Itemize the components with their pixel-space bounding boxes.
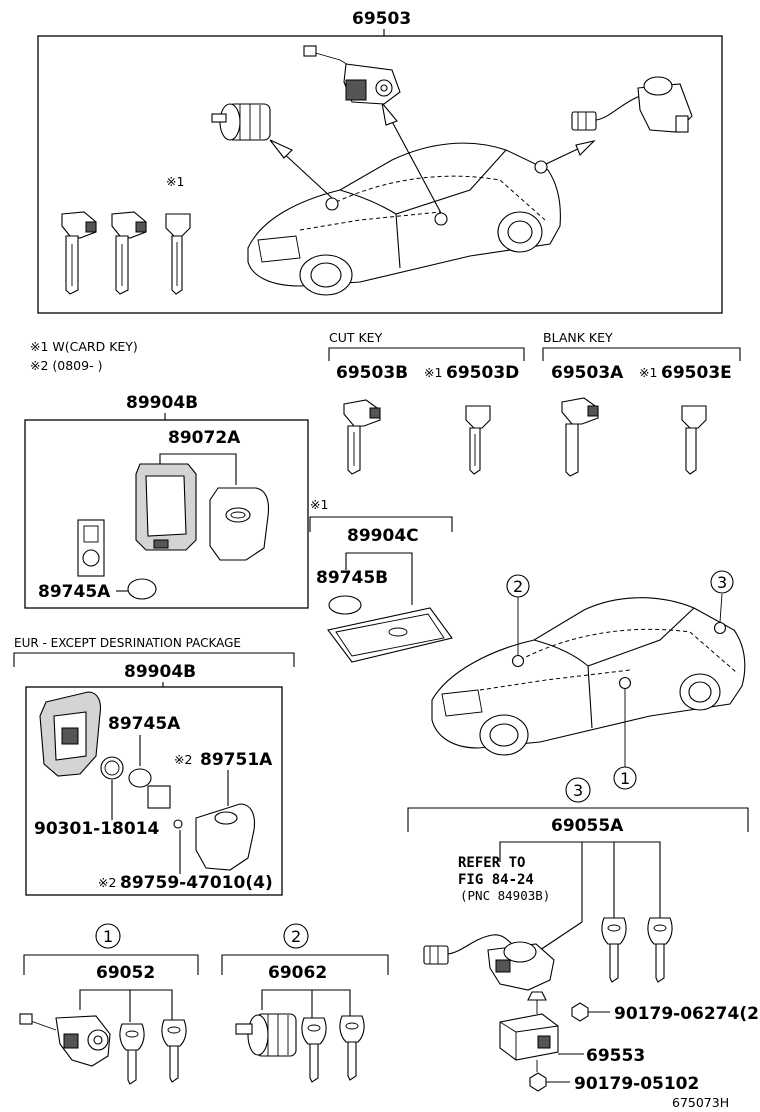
door-lock-assembly-icon <box>303 45 401 105</box>
part-number-69503: 69503 <box>352 9 411 29</box>
key-69062-a-icon <box>301 1017 327 1083</box>
section-cut-key: CUT KEY 69503B ※1 69503D <box>328 330 525 475</box>
key-fob-board-icon <box>77 519 105 577</box>
key-69503E-icon <box>681 405 707 475</box>
bolt-90179-06274-icon <box>571 1002 589 1022</box>
car-illustration-top <box>247 142 561 296</box>
callout-2-car: 2 <box>513 577 523 596</box>
ref-mark-69503E: ※1 <box>639 365 657 380</box>
blank-key-label: BLANK KEY <box>543 330 613 345</box>
part-number-89904B-first: 89904B <box>126 393 198 413</box>
ref-mark-89904C: ※1 <box>310 497 328 512</box>
ignition-switch-connector-icon <box>423 934 555 991</box>
refer-to-line1: REFER TO <box>458 855 525 871</box>
part-number-89751A: 89751A <box>200 750 273 770</box>
key-plate-icon <box>147 785 171 809</box>
part-number-69062: 69062 <box>268 963 327 983</box>
group-frame-69503 <box>37 35 723 314</box>
lock-cylinder-icon <box>211 103 271 141</box>
key-69503A-icon <box>561 397 599 477</box>
part-number-69055A: 69055A <box>551 816 624 836</box>
section-89904C: ※1 89904C 89745B <box>309 497 453 663</box>
part-number-69503D: 69503D <box>446 363 519 383</box>
ref-mark-89751A: ※2 <box>174 752 192 767</box>
part-number-89072A: 89072A <box>168 428 241 448</box>
key-fob-cover-icon <box>209 487 270 561</box>
refer-to-line3: (PNC 84903B) <box>460 888 550 903</box>
seal-ring-icon <box>100 756 124 780</box>
bolt-90179-05102-icon <box>529 1072 547 1092</box>
card-key-icon <box>327 607 453 663</box>
door-lock-cylinder-icon <box>19 1013 111 1067</box>
cut-key-label: CUT KEY <box>329 330 383 345</box>
bolt-small-icon <box>527 991 547 1001</box>
note-date-range: ※2 (0809- ) <box>30 358 102 373</box>
section-69052: 1 69052 <box>19 923 199 1085</box>
key-69062-b-icon <box>339 1015 365 1081</box>
part-number-90301-18014: 90301-18014 <box>34 819 160 839</box>
refer-to-line2: FIG 84-24 <box>458 872 534 888</box>
part-number-69503B: 69503B <box>336 363 408 383</box>
key-69503D-icon <box>465 405 491 475</box>
callout-1-car: 1 <box>620 769 630 788</box>
section-69055A: 3 69055A REFER TO FIG 84-24 (PNC 84903B) <box>407 777 760 1094</box>
keys-group-top: ※1 <box>61 174 191 295</box>
eur-caption: EUR - EXCEPT DESRINATION PACKAGE <box>14 636 241 650</box>
battery-89745B-icon <box>328 595 362 615</box>
part-number-89759-47010: 89759-47010(4) <box>120 873 273 893</box>
key-69055A-a-icon <box>601 917 627 983</box>
callout-2-group: 2 <box>291 927 301 946</box>
key-fob-housing-icon <box>135 463 197 551</box>
part-number-90179-06274: 90179-06274(2) <box>614 1004 760 1024</box>
section-89904B-first: 89904B 89072A 89745A <box>24 393 309 609</box>
key-69052-b-icon <box>161 1019 187 1083</box>
ref-mark-card-key: ※1 <box>166 174 184 189</box>
ref-mark-69503D: ※1 <box>424 365 442 380</box>
part-number-69503A: 69503A <box>551 363 624 383</box>
section-blank-key: BLANK KEY 69503A ※1 69503E <box>542 330 741 477</box>
part-number-89745A-first: 89745A <box>38 582 111 602</box>
section-69062: 2 69062 <box>221 923 389 1083</box>
trunk-lock-cylinder-icon <box>235 1013 297 1057</box>
group-frame-89904B-first <box>24 419 309 609</box>
part-number-69052: 69052 <box>96 963 155 983</box>
diagram-code: 675073H <box>672 1095 729 1110</box>
ref-mark-89759: ※2 <box>98 875 116 890</box>
part-number-89745B: 89745B <box>316 568 388 588</box>
section-89904B-second: EUR - EXCEPT DESRINATION PACKAGE 89904B … <box>13 636 295 896</box>
car-illustration-lower: 2 3 1 <box>431 570 746 790</box>
callout-1-group: 1 <box>103 927 113 946</box>
key-fob-back-cover-icon <box>195 803 256 871</box>
key-69052-a-icon <box>119 1023 145 1085</box>
part-number-89904C: 89904C <box>347 526 419 546</box>
amplifier-69553-icon <box>499 1013 559 1061</box>
callout-3-group: 3 <box>573 781 583 800</box>
part-number-69503E: 69503E <box>661 363 732 383</box>
key-69055A-b-icon <box>647 917 673 983</box>
part-number-90179-05102: 90179-05102 <box>574 1074 699 1094</box>
part-number-69553: 69553 <box>586 1046 645 1066</box>
arrows-top <box>269 101 596 214</box>
note-card-key: ※1 W(CARD KEY) <box>30 339 138 354</box>
part-number-89745A-second: 89745A <box>108 714 181 734</box>
key-69503B-icon <box>343 399 381 475</box>
ignition-switch-icon <box>571 76 693 133</box>
battery-89745A-icon <box>127 578 157 600</box>
key-fob-shell-icon <box>39 691 102 777</box>
group-frame-89904B-second <box>25 686 283 896</box>
callout-3-car: 3 <box>717 573 727 592</box>
screw-icon <box>173 819 183 829</box>
part-number-89904B-second: 89904B <box>124 662 196 682</box>
battery-89745A-second-icon <box>128 768 152 788</box>
section-69503: 69503 <box>37 9 723 314</box>
